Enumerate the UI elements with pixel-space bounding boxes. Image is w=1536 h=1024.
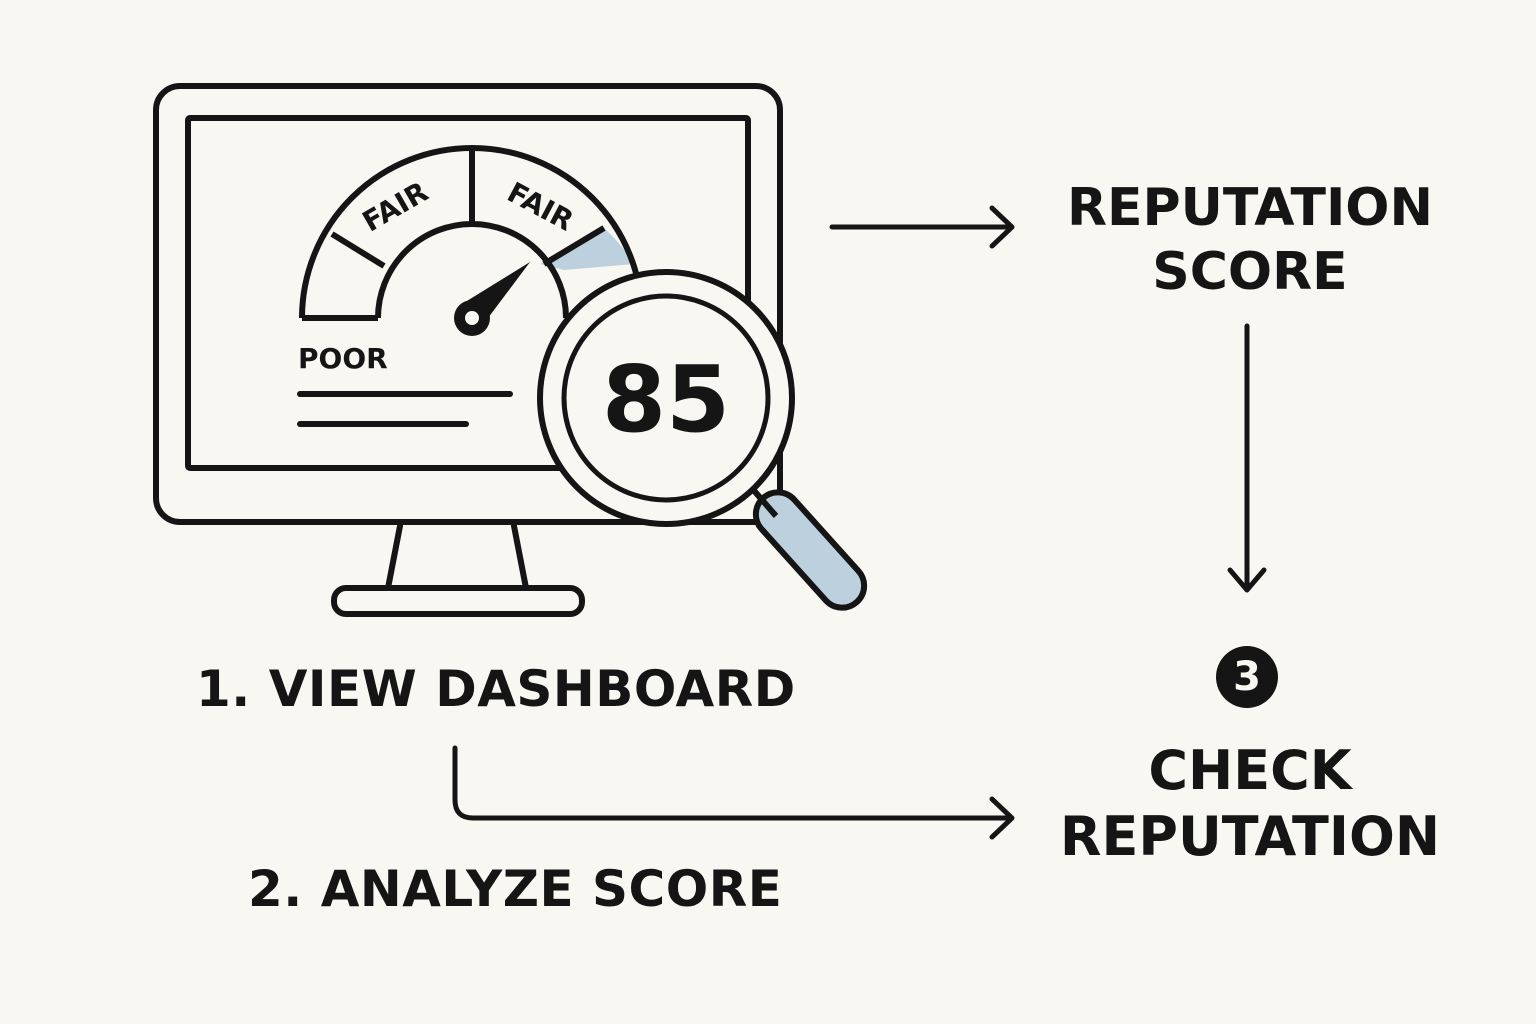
gauge-divider-1 — [330, 231, 386, 269]
monitor-icon — [153, 83, 783, 617]
reputation-score-label: REPUTATION SCORE — [1040, 176, 1460, 304]
arrow-down-to-check-head — [1227, 567, 1267, 593]
magnifier-icon: 85 — [537, 269, 868, 611]
arrow-analyze-to-check — [452, 745, 1015, 840]
arrow-to-reputation-score-head — [989, 205, 1015, 249]
gauge-hub-center — [465, 311, 479, 325]
step-1-label: 1. VIEW DASHBOARD — [196, 660, 796, 718]
gauge-divider-3 — [542, 225, 606, 267]
gauge-inner-arc — [375, 221, 569, 319]
score-value: 85 — [602, 346, 730, 453]
arrow-analyze-to-check-line — [452, 745, 1013, 821]
gauge-outer-arc — [299, 145, 645, 319]
monitor-frame — [153, 83, 783, 525]
gauge-blue-segment — [540, 228, 634, 270]
check-reputation-line-1: CHECK — [1148, 739, 1352, 802]
arrows — [452, 205, 1267, 840]
monitor-screen — [185, 115, 751, 471]
reputation-score-line-1: REPUTATION — [1066, 178, 1434, 238]
reputation-score-line-2: SCORE — [1152, 242, 1348, 302]
check-reputation-line-2: REPUTATION — [1059, 805, 1441, 868]
arrow-down-to-check — [1227, 323, 1267, 593]
step-3-badge: 3 — [1216, 646, 1278, 708]
arrow-to-reputation-score — [829, 205, 1015, 249]
magnifier-inner-ring — [561, 293, 771, 503]
gauge-label-poor: POOR — [298, 342, 388, 375]
monitor-stand — [385, 523, 529, 591]
arrow-analyze-to-check-head — [989, 796, 1015, 840]
check-reputation-label: CHECK REPUTATION — [1040, 738, 1460, 870]
gauge-label-fair-right: FAIR — [502, 176, 579, 238]
step-2-label: 2. ANALYZE SCORE — [248, 860, 783, 918]
monitor-base — [331, 585, 585, 617]
